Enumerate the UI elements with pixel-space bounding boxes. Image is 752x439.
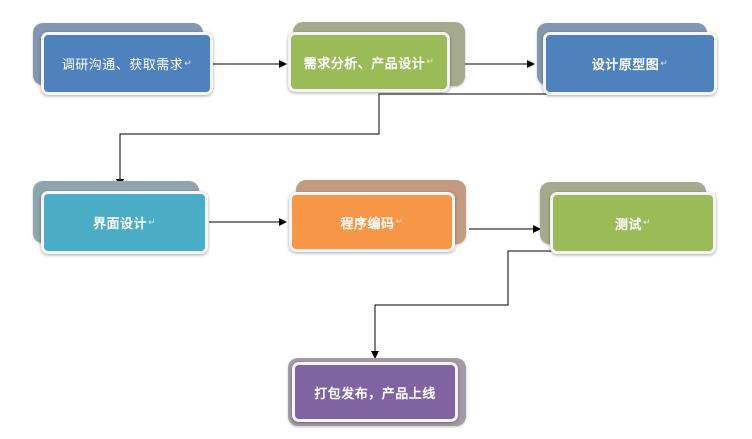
- paragraph-mark: ↵: [426, 57, 435, 67]
- node-prototype-box: 设计原型图↵: [543, 32, 717, 95]
- node-coding-label: 程序编码: [340, 216, 395, 232]
- paragraph-mark: ↵: [642, 218, 652, 228]
- node-research-label: 调研沟通、获取需求: [61, 58, 184, 73]
- node-analysis-label: 需求分析、产品设计: [303, 56, 426, 72]
- node-testing-label: 测试: [614, 217, 642, 233]
- node-analysis-box: 需求分析、产品设计↵: [288, 32, 450, 92]
- node-release-box: 打包发布，产品上线: [292, 362, 458, 422]
- node-testing-box: 测试↵: [550, 192, 716, 254]
- paragraph-mark: ↵: [395, 217, 404, 227]
- node-coding-box: 程序编码↵: [289, 192, 455, 252]
- arrow-prototype-to-ui-design: [116, 93, 550, 187]
- node-prototype-label: 设计原型图: [591, 58, 660, 73]
- arrow-testing-to-release: [371, 250, 552, 359]
- paragraph-mark: ↵: [184, 58, 193, 69]
- node-ui-design-box: 界面设计↵: [41, 191, 208, 254]
- paragraph-mark: ↵: [147, 217, 157, 228]
- node-release-label: 打包发布，产品上线: [314, 386, 436, 402]
- node-research-box: 调研沟通、获取需求↵: [41, 32, 213, 95]
- paragraph-mark: ↵: [660, 58, 669, 69]
- node-ui-design-label: 界面设计: [92, 217, 147, 232]
